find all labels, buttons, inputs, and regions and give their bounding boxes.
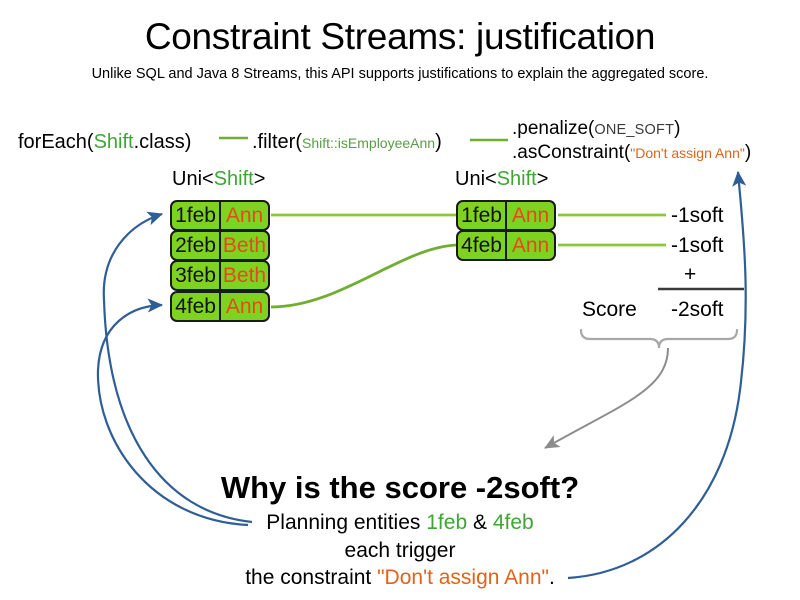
- uni-left-generic: Shift: [213, 168, 254, 190]
- explanation-heading: Why is the score -2soft?: [220, 470, 580, 505]
- stream-line-4feb: [270, 243, 457, 309]
- explanation-line-1-between: &: [467, 511, 493, 534]
- explanation-entity-a: 1feb: [426, 511, 468, 534]
- code-foreach-method: forEach(: [18, 131, 94, 153]
- shift-card-date: 3feb: [172, 262, 221, 289]
- score-brace: [579, 328, 739, 349]
- filtered-shift-card[interactable]: 4feb Ann: [456, 230, 556, 261]
- score-sum-operator: +: [684, 263, 697, 286]
- code-penalize-method: .penalize(: [512, 118, 595, 139]
- uni-right-suffix: >: [536, 168, 549, 190]
- explanation-line-3-suffix: .: [548, 566, 555, 589]
- code-foreach: forEach(Shift.class): [18, 131, 191, 154]
- shift-card[interactable]: 4feb Ann: [170, 291, 270, 322]
- score-total: -2soft: [671, 298, 724, 321]
- explanation-entity-b: 4feb: [492, 511, 534, 534]
- filtered-shift-card-employee: Ann: [511, 204, 550, 227]
- uni-left-prefix: Uni<: [172, 168, 214, 190]
- shift-card-employee: Beth: [222, 234, 267, 257]
- code-as-constraint-method: .asConstraint(: [512, 142, 631, 163]
- code-filter-method: .filter(: [252, 131, 302, 153]
- code-penalize-arg: ONE_SOFT: [594, 122, 675, 138]
- score-impact-1: -1soft: [671, 204, 724, 227]
- shift-card-employee: Beth: [222, 264, 267, 287]
- code-penalize-tail: ): [674, 118, 681, 139]
- shift-card-employee: Ann: [225, 295, 264, 318]
- uni-left-suffix: >: [253, 168, 266, 190]
- code-filter-arg: Shift::isEmployeeAnn: [302, 135, 436, 151]
- code-as-constraint: .asConstraint("Don't assign Ann"): [512, 142, 751, 164]
- explanation-line-2: each trigger: [344, 539, 456, 562]
- code-as-constraint-arg: "Don't assign Ann": [630, 145, 745, 161]
- explanation-line-1-prefix: Planning entities: [266, 511, 427, 534]
- explanation-line-1: Planning entities 1feb & 4feb: [0, 511, 800, 535]
- uni-right-generic: Shift: [496, 168, 537, 190]
- shift-card-employee: Ann: [225, 204, 264, 227]
- code-foreach-tail: .class): [133, 131, 192, 153]
- shift-card-date: 1feb: [172, 202, 221, 229]
- code-filter-tail: ): [435, 131, 442, 153]
- score-impact-2: -1soft: [671, 234, 724, 257]
- explanation-constraint-name: "Don't assign Ann": [377, 566, 549, 589]
- shift-card[interactable]: 3feb Beth: [170, 260, 270, 291]
- code-as-constraint-tail: ): [744, 142, 752, 163]
- score-label: Score: [582, 298, 637, 321]
- filtered-shift-card-employee: Ann: [511, 234, 550, 257]
- filtered-shift-card-date: 4feb: [458, 232, 507, 259]
- score-explains-arrow: [544, 347, 669, 449]
- shift-card-date: 2feb: [172, 232, 221, 259]
- page-subtitle: Unlike SQL and Java 8 Streams, this API …: [91, 66, 709, 82]
- shift-card[interactable]: 2feb Beth: [170, 230, 270, 261]
- explanation-line-3-prefix: the constraint: [245, 566, 378, 589]
- page-title: Constraint Streams: justification: [144, 16, 656, 57]
- code-foreach-type: Shift: [93, 131, 134, 153]
- stream-type-label-right: Uni<Shift>: [455, 168, 548, 191]
- uni-right-prefix: Uni<: [455, 168, 497, 190]
- filtered-shift-card[interactable]: 1feb Ann: [456, 200, 556, 231]
- shift-card-date: 4feb: [172, 293, 221, 320]
- code-filter: .filter(Shift::isEmployeeAnn): [252, 131, 442, 154]
- explanation-line-3: the constraint "Don't assign Ann".: [0, 566, 800, 590]
- code-penalize: .penalize(ONE_SOFT): [512, 118, 680, 140]
- filtered-shift-card-date: 1feb: [458, 202, 507, 229]
- shift-card[interactable]: 1feb Ann: [170, 200, 270, 231]
- stream-type-label-left: Uni<Shift>: [172, 168, 265, 191]
